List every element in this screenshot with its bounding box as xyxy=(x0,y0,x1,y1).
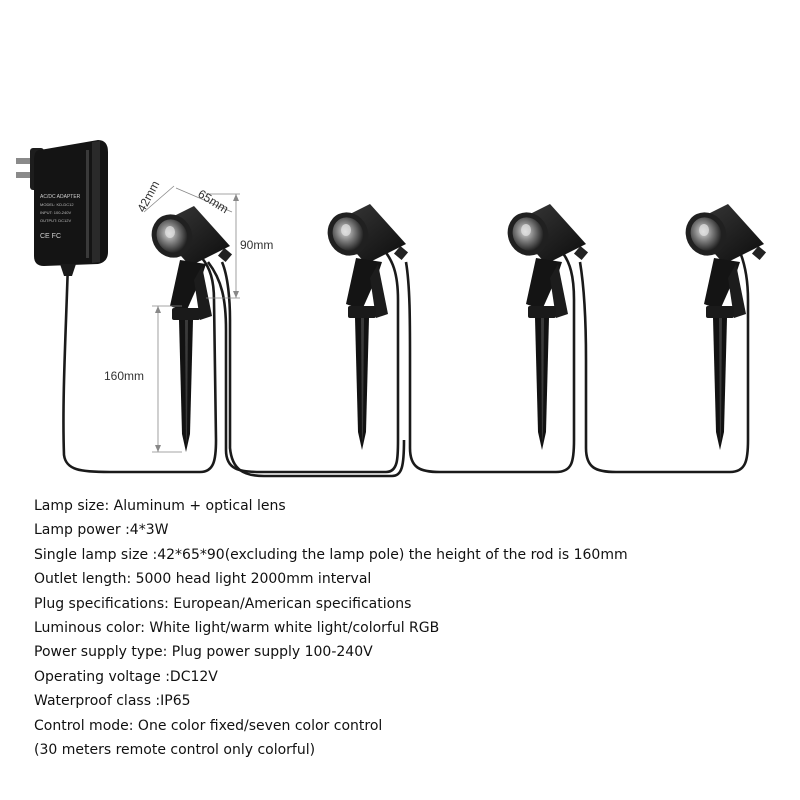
spec-line: (30 meters remote control only colorful) xyxy=(34,742,316,759)
product-illustration: AC/DC ADAPTER MODEL: KD-DC12 INPUT: 100-… xyxy=(16,140,767,478)
spot-lamp xyxy=(320,204,409,450)
dimension-length-label: 65mm xyxy=(195,187,231,217)
spec-line: Operating voltage :DC12V xyxy=(34,668,218,685)
spec-line: Power supply type: Plug power supply 100… xyxy=(34,644,373,661)
dimension-rod-label: 160mm xyxy=(104,369,144,383)
spec-line: Lamp size: Aluminum + optical lens xyxy=(34,498,286,514)
dimension-lines xyxy=(143,185,240,453)
spot-lamp xyxy=(678,204,767,450)
adapter-label: AC/DC ADAPTER xyxy=(40,194,81,200)
dimension-arrows xyxy=(155,194,239,452)
adapter-label: MODEL: KD-DC12 xyxy=(40,202,74,207)
spec-line: Waterproof class :IP65 xyxy=(34,693,191,710)
spec-line: Control mode: One color fixed/seven colo… xyxy=(34,717,383,734)
certification-mark: CE FC xyxy=(40,233,61,240)
spec-list: Lamp size: Aluminum + optical lens Lamp … xyxy=(34,494,794,762)
spec-line: Single lamp size :42*65*90(excluding the… xyxy=(34,546,628,563)
spec-line: Outlet length: 5000 head light 2000mm in… xyxy=(34,571,372,588)
spec-line: Luminous color: White light/warm white l… xyxy=(34,620,440,637)
dimension-diameter-label: 42mm xyxy=(134,178,162,214)
dimension-height-label: 90mm xyxy=(240,238,273,252)
adapter-label: INPUT: 100-240V xyxy=(40,210,71,215)
cable xyxy=(62,249,750,478)
power-adapter: AC/DC ADAPTER MODEL: KD-DC12 INPUT: 100-… xyxy=(16,140,108,276)
spec-line: Lamp power :4*3W xyxy=(34,522,169,539)
adapter-label: OUTPUT: DC12V xyxy=(40,218,71,223)
spec-line: Plug specifications: European/American s… xyxy=(34,595,412,612)
